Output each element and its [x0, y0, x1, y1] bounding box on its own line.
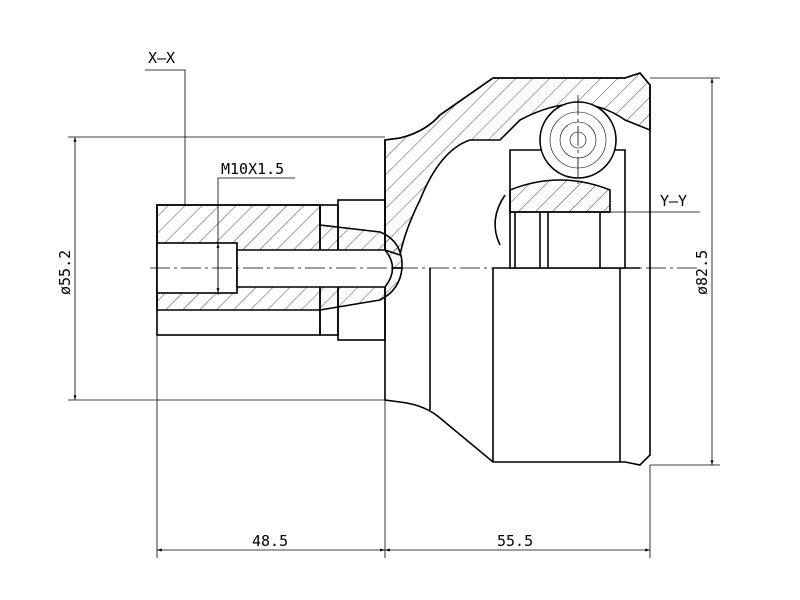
dim-outer-large: ø82.5	[693, 250, 711, 295]
thread-label: M10X1.5	[221, 160, 284, 178]
part-outline	[156, 72, 651, 466]
housing-section-upper	[384, 72, 651, 257]
dim-outer-small: ø55.2	[56, 250, 74, 295]
section-label-x: X–X	[148, 49, 175, 67]
centerlines	[150, 95, 700, 269]
inner-race-section	[509, 179, 611, 213]
section-label-y: Y–Y	[660, 192, 687, 210]
dimension-lines	[68, 69, 720, 558]
dim-length-body: 55.5	[497, 532, 533, 550]
dim-length-shaft: 48.5	[252, 532, 288, 550]
bore-extension	[236, 249, 394, 288]
